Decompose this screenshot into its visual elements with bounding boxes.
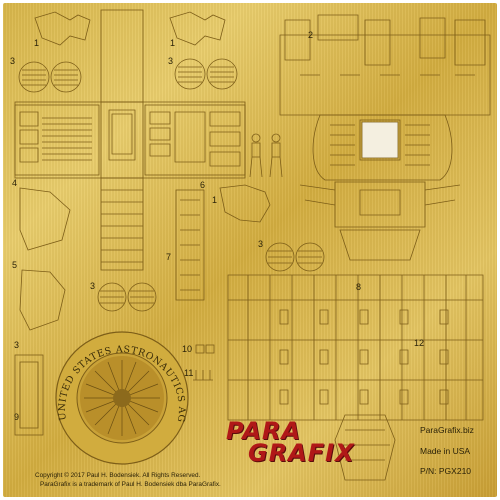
hatch-pair-middle-right — [265, 242, 325, 272]
part-number-9: 9 — [14, 412, 20, 422]
part-number-1c: 1 — [212, 195, 218, 205]
part-number-7: 7 — [166, 252, 172, 262]
part-number-3a: 3 — [10, 56, 16, 66]
part-9 — [14, 354, 44, 436]
copyright-line-1: Copyright © 2017 Paul H. Bodensiek. All … — [35, 472, 201, 479]
panel-left — [14, 104, 100, 176]
part-12 — [334, 414, 396, 481]
part-10 — [195, 344, 215, 354]
part-number-4: 4 — [12, 178, 18, 188]
paragrafix-logo-line1: PARA — [226, 417, 302, 445]
website-label: ParaGrafix.biz — [420, 425, 474, 435]
part-number-3c: 3 — [258, 239, 264, 249]
part-number-6: 6 — [200, 180, 206, 190]
part-number-3d: 3 — [90, 281, 96, 291]
part-number-5: 5 — [12, 260, 18, 270]
part-5 — [19, 187, 71, 251]
part-number-label: P/N: PGX210 — [420, 466, 472, 476]
crew-figures — [249, 133, 283, 178]
console-hub — [299, 114, 461, 261]
part-number-10: 10 — [182, 344, 193, 354]
part-number-12: 12 — [414, 338, 425, 348]
part-1-right — [169, 11, 226, 46]
part-number-8: 8 — [356, 282, 362, 292]
part-6 — [19, 269, 66, 331]
part-4 — [219, 184, 271, 223]
part-number-1a: 1 — [34, 38, 40, 48]
svg-text:UNITED STATES ASTRONAUTICS AGE: UNITED STATES ASTRONAUTICS AGENCY — [0, 0, 187, 423]
part-1-left — [34, 11, 91, 46]
hatch-pair-middle-left — [97, 282, 157, 312]
copyright-line-2: ParaGrafix is a trademark of Paul H. Bod… — [40, 481, 221, 488]
part-number-11: 11 — [184, 368, 194, 378]
panel-right — [144, 104, 246, 176]
part-number-1b: 1 — [170, 38, 176, 48]
hatch-pair-top-left — [18, 61, 82, 93]
part-number-2: 2 — [308, 30, 314, 40]
paragrafix-logo-line2: GRAFIX — [248, 439, 355, 467]
part-number-3e: 3 — [14, 340, 20, 350]
part-number-3b: 3 — [168, 56, 174, 66]
seal-ring-label: UNITED STATES ASTRONAUTICS AGENCY — [0, 0, 186, 423]
part-2-shell — [279, 14, 491, 116]
part-11 — [193, 370, 213, 381]
astronautics-seal — [55, 331, 189, 465]
part-8-floor — [227, 274, 484, 421]
made-in-label: Made in USA — [420, 446, 471, 456]
hatch-pair-top-right — [174, 58, 238, 90]
corridor-floor — [100, 177, 144, 271]
part-7 — [175, 189, 205, 301]
